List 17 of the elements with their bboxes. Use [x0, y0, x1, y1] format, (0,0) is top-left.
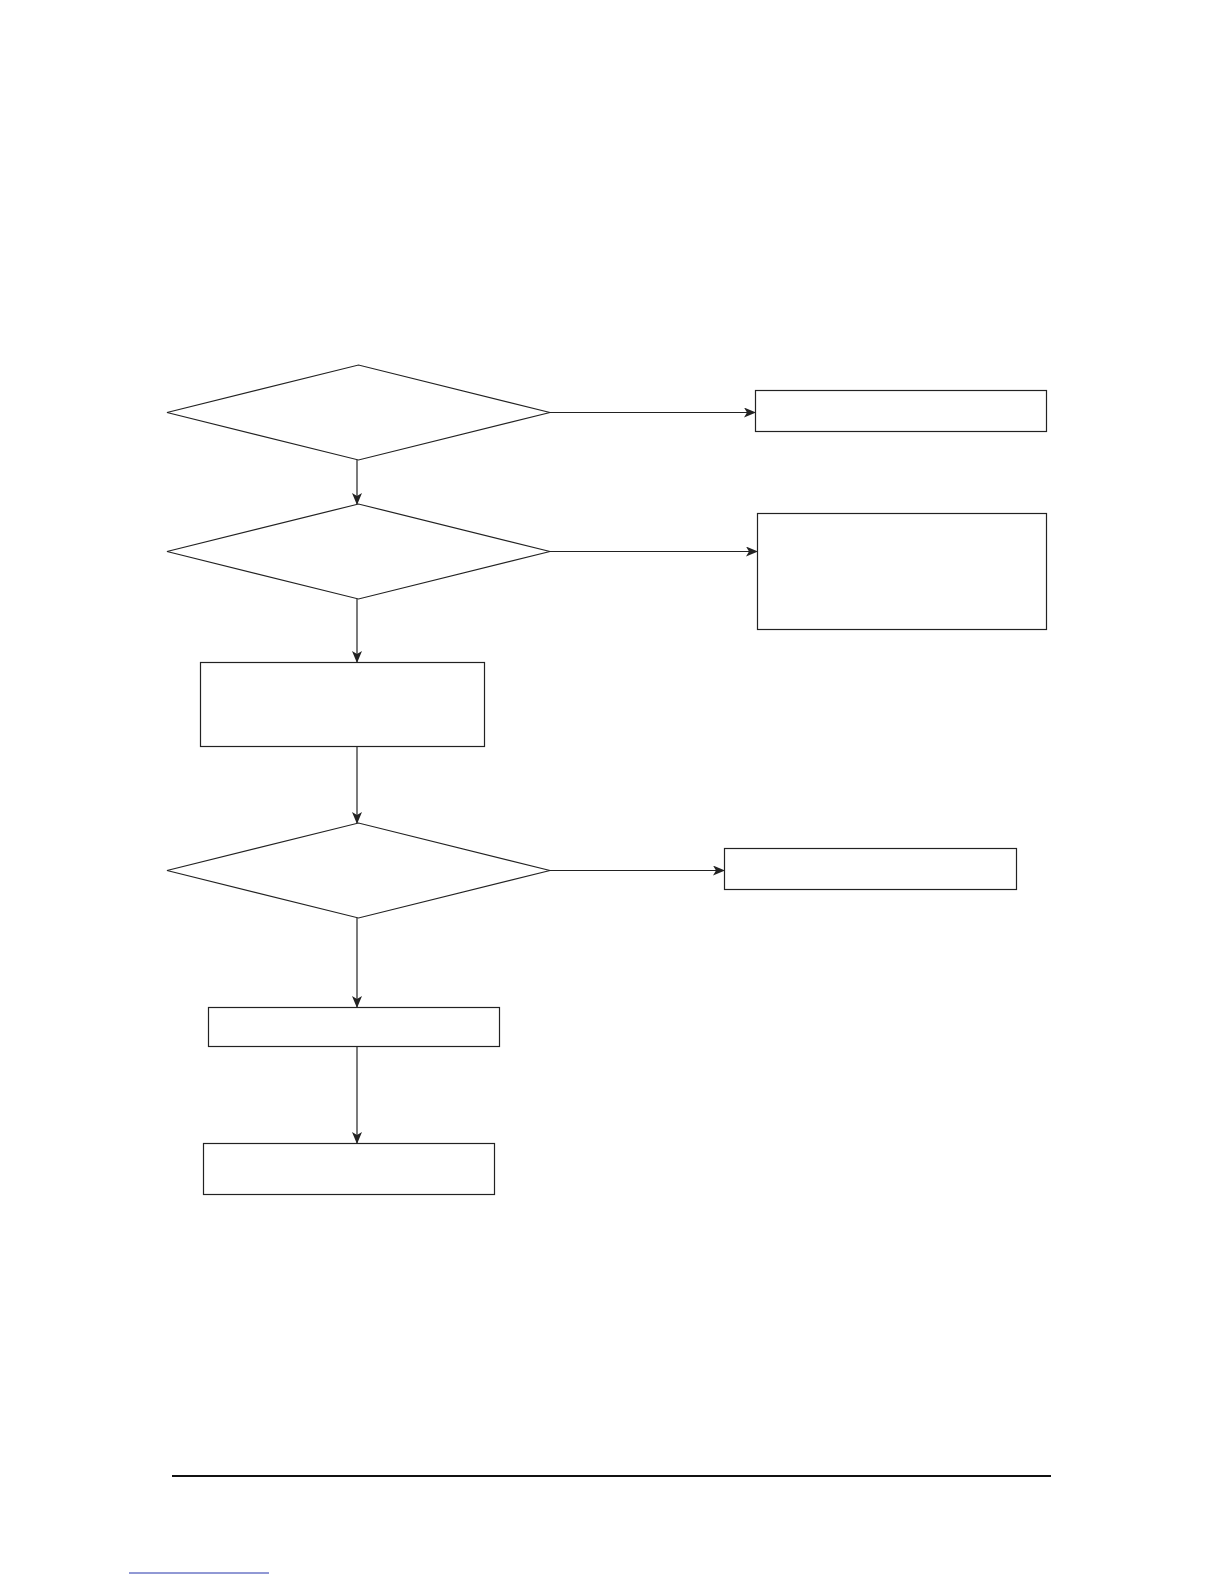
arrow [352, 459, 362, 505]
decision-diamond [167, 365, 550, 460]
arrow [352, 746, 362, 824]
process-box [755, 390, 1047, 432]
decision-diamond [167, 504, 550, 599]
process-box [757, 513, 1047, 630]
process-box [208, 1007, 500, 1047]
process-box [203, 1143, 495, 1195]
arrow [352, 917, 362, 1008]
process-box [724, 848, 1017, 890]
decision-diamond [167, 823, 550, 918]
arrow [549, 546, 758, 557]
arrow [352, 1046, 362, 1144]
process-box [200, 662, 485, 747]
arrow [549, 865, 725, 876]
arrow [352, 598, 362, 663]
arrow [549, 407, 756, 418]
